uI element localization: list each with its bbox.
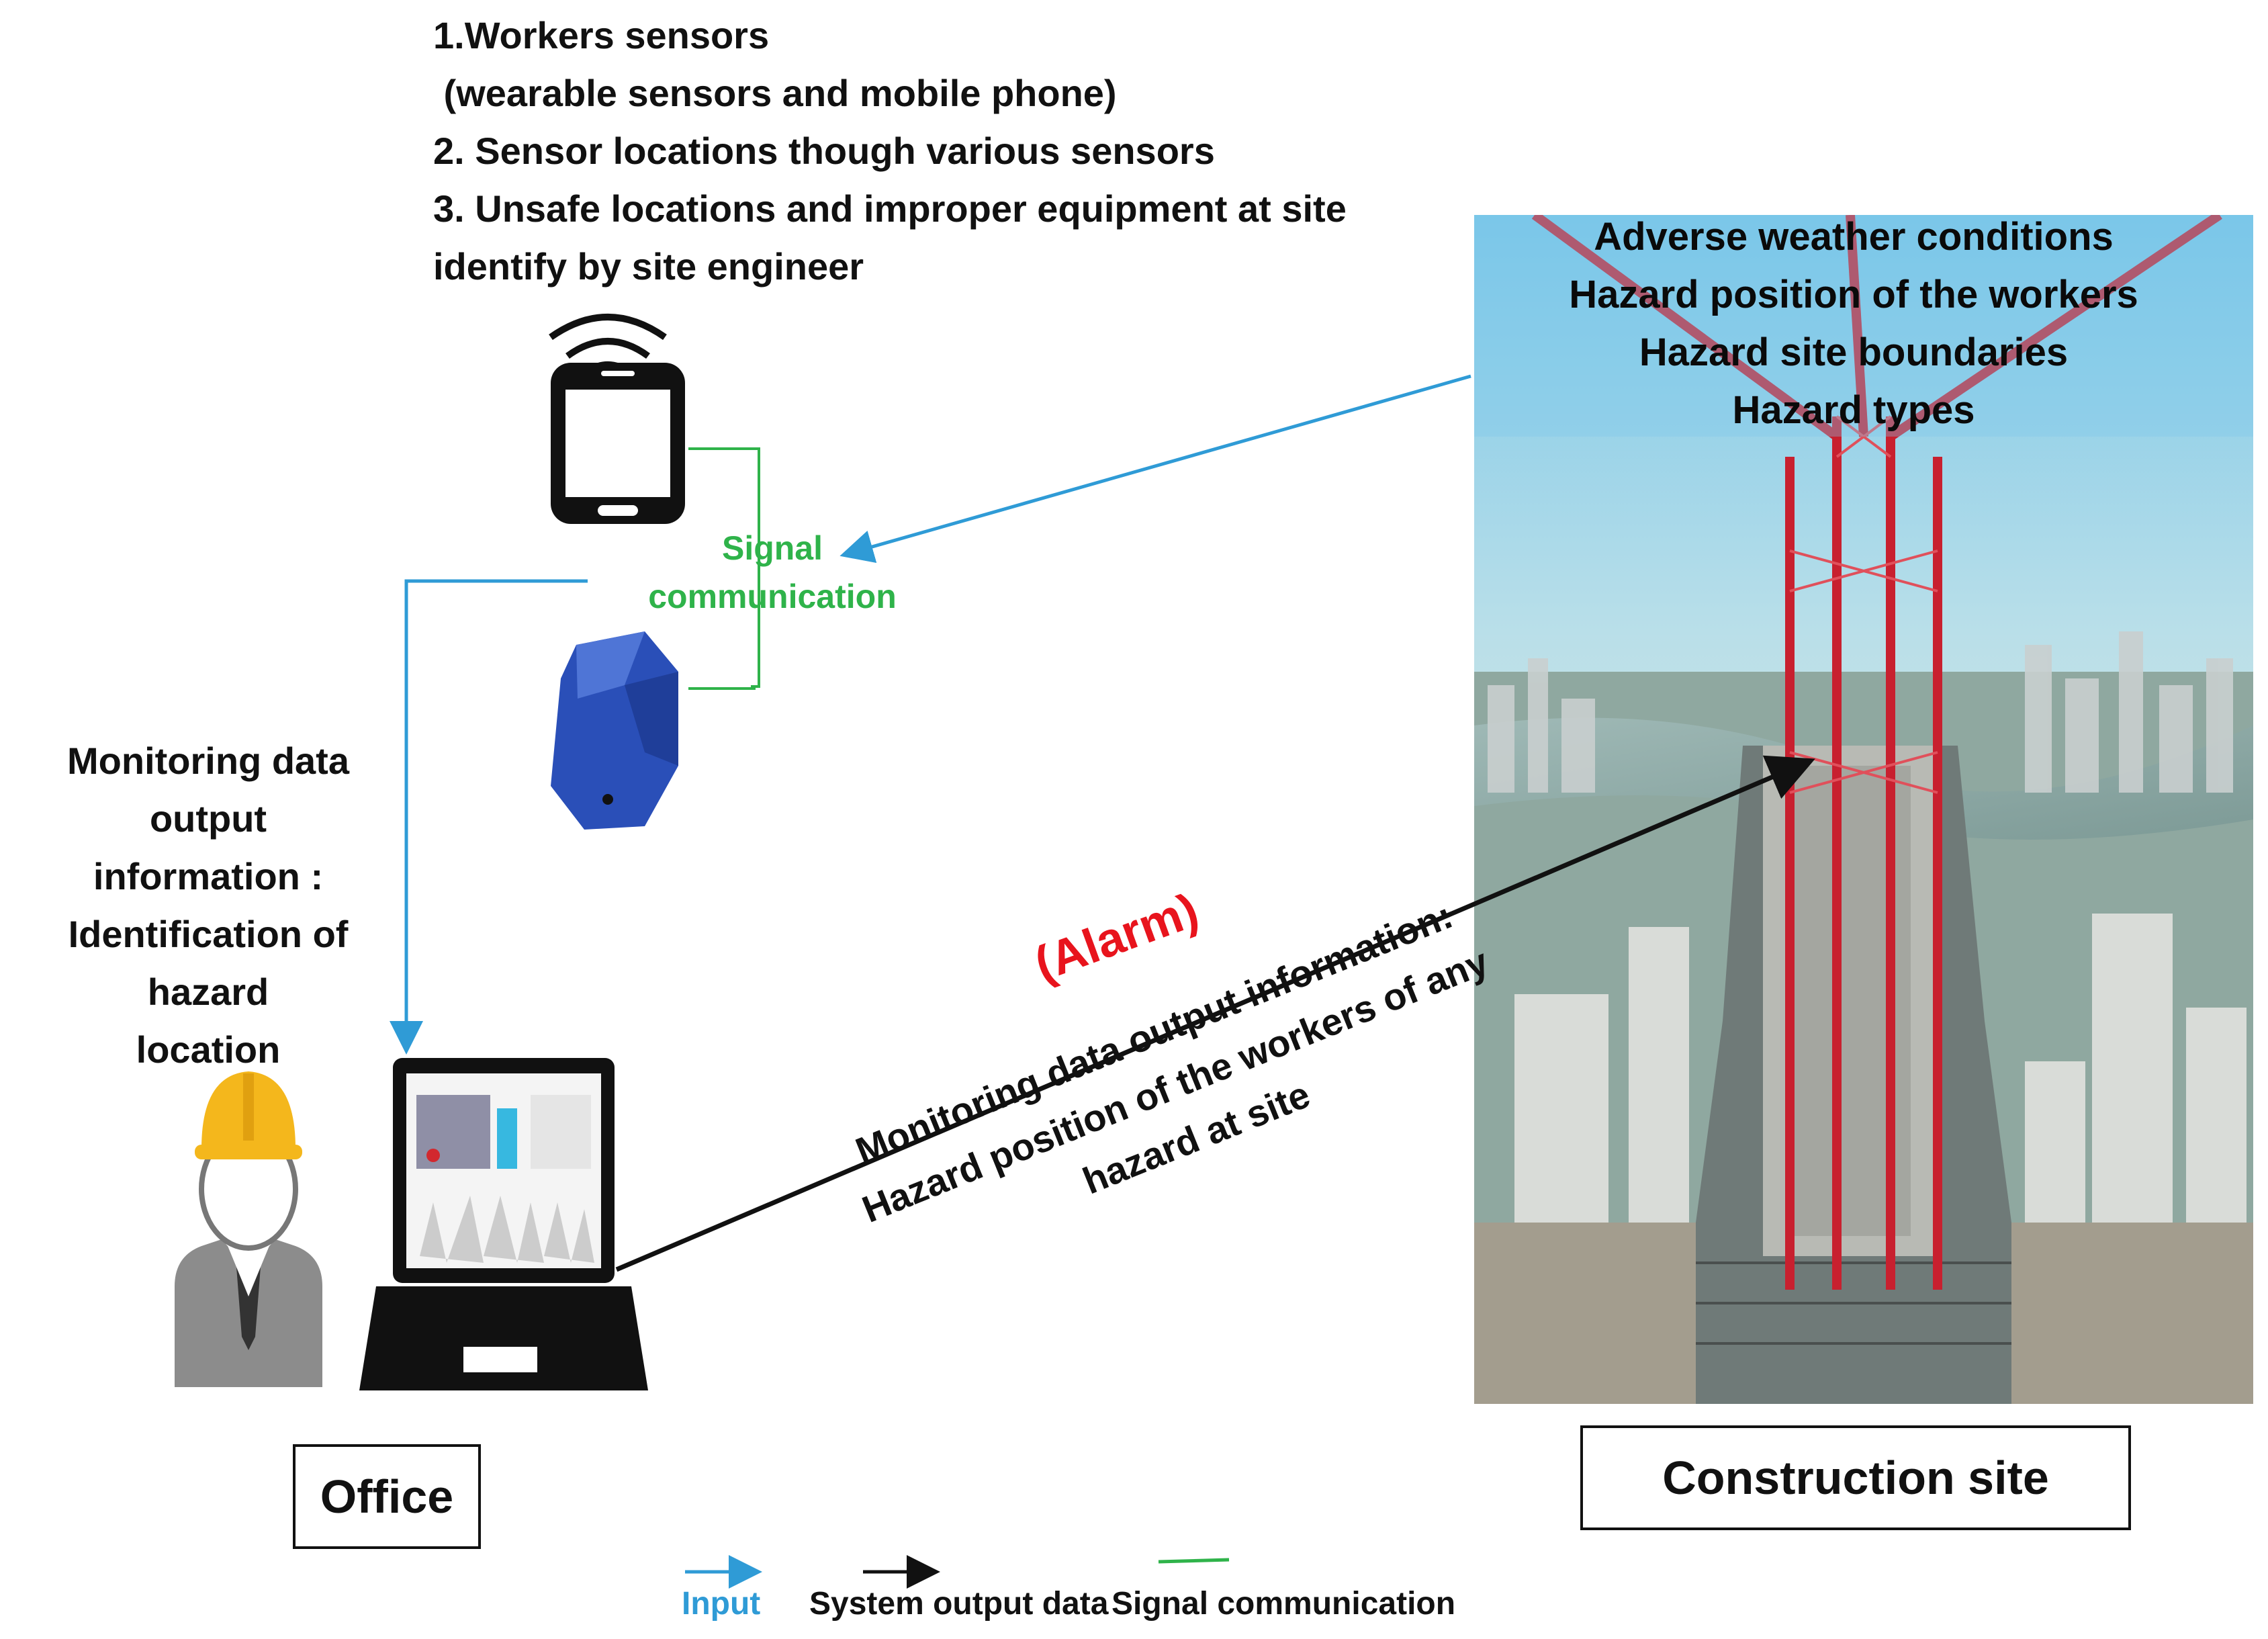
site-line-4: Hazard types	[1732, 388, 1975, 432]
signal-label-line-2: communication	[648, 578, 897, 615]
legend-signal-label: Signal communication	[1112, 1586, 1456, 1622]
worker-icon	[175, 1071, 322, 1387]
legend-signal-line	[1158, 1558, 1230, 1564]
site-line-3: Hazard site boundaries	[1639, 330, 2069, 374]
legend-output-label: System output data	[809, 1586, 1109, 1622]
monitor-line-1: Monitoring data output	[67, 740, 349, 840]
mobile-phone-icon	[549, 314, 685, 524]
wearable-sensor-icon	[551, 631, 678, 830]
construction-site-label: Construction site	[1580, 1425, 2131, 1530]
monitor-line-3: Identification of hazard	[68, 913, 349, 1013]
sensor-line-2: (wearable sensors and mobile phone)	[433, 72, 1117, 114]
sensor-line-4: 3. Unsafe locations and improper equipme…	[433, 187, 1347, 230]
laptop-icon	[359, 1058, 648, 1390]
input-arrow-laptop	[390, 579, 588, 1055]
output-arrow	[615, 755, 1815, 1272]
construction-site-illustration	[1474, 215, 2253, 1404]
input-arrow-site	[840, 374, 1471, 564]
sensor-line-1: 1.Workers sensors	[433, 14, 770, 56]
signal-communication-line	[688, 447, 760, 690]
office-label: Office	[293, 1444, 481, 1549]
sensor-line-5: identify by site engineer	[433, 245, 864, 287]
construction-site-photo	[1474, 215, 2253, 1404]
legend-input-label: Input	[682, 1586, 761, 1622]
site-line-2: Hazard position of the workers	[1569, 273, 2138, 316]
signal-label-line-1: Signal	[721, 529, 823, 567]
site-line-1: Adverse weather conditions	[1594, 215, 2114, 259]
site-conditions: Adverse weather conditions Hazard positi…	[1478, 208, 2230, 439]
monitor-line-4: location	[136, 1028, 281, 1071]
monitoring-output-info: Monitoring data output information : Ide…	[7, 732, 410, 1079]
signal-communication-label: Signal communication	[631, 524, 913, 621]
monitor-line-2: information :	[93, 855, 324, 897]
sensor-line-3: 2. Sensor locations though various senso…	[433, 130, 1215, 172]
sensor-description: 1.Workers sensors (wearable sensors and …	[433, 7, 1373, 296]
